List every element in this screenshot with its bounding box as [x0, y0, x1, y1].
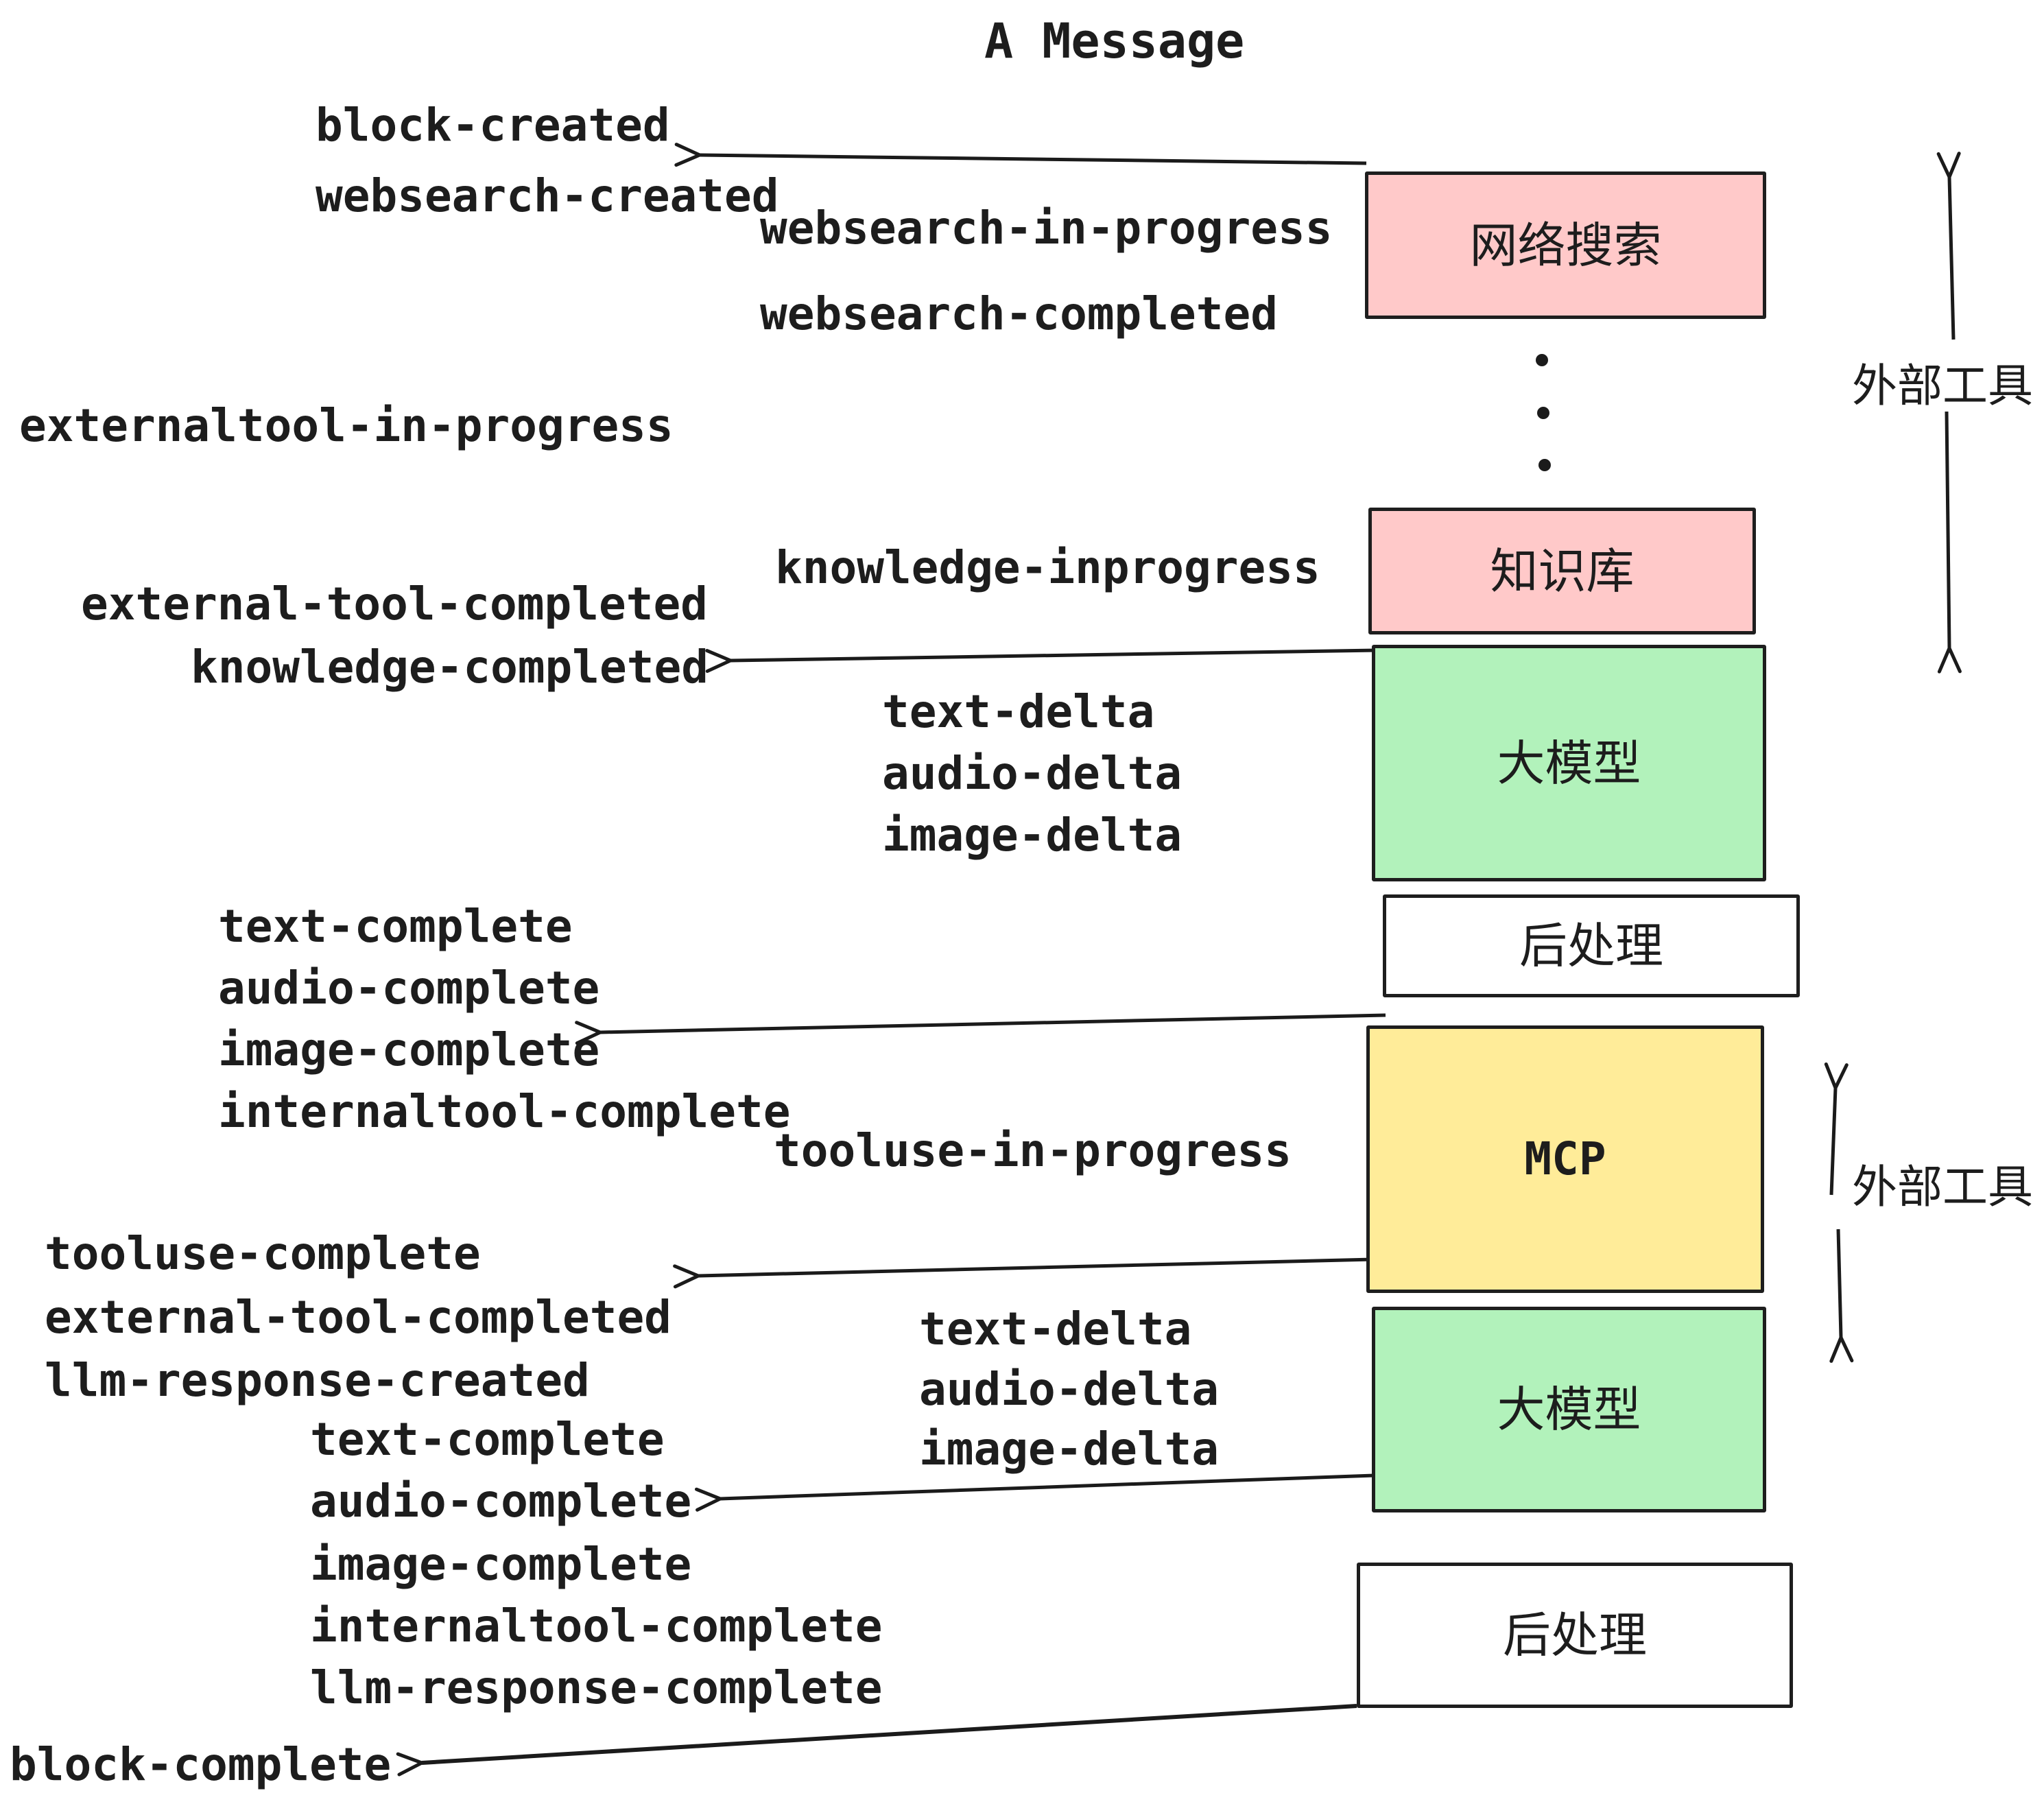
event-knowledge-completed: knowledge-completed: [191, 641, 709, 693]
event-externaltool-in-progress: externaltool-in-progress: [19, 399, 674, 452]
event-internaltool-complete-2: internaltool-complete: [310, 1600, 883, 1652]
event-tooluse-in-progress: tooluse-in-progress: [774, 1124, 1292, 1177]
external-tools-top-down-arrow: [1947, 411, 1949, 648]
box-post-process-2-label: 后处理: [1503, 1607, 1647, 1663]
event-knowledge-inprogress: knowledge-inprogress: [775, 541, 1320, 594]
event-llm-response-created: llm-response-created: [45, 1354, 590, 1407]
external-tools-top-up-arrow: [1949, 177, 1953, 340]
event-audio-delta: audio-delta: [882, 747, 1183, 800]
event-internaltool-complete: internaltool-complete: [218, 1085, 791, 1138]
event-text-complete-2: text-complete: [310, 1413, 665, 1466]
event-image-delta-2: image-delta: [919, 1423, 1220, 1475]
event-websearch-created: websearch-created: [316, 169, 779, 222]
arrow-internal-complete: [600, 1013, 1386, 1032]
event-text-complete: text-complete: [218, 900, 573, 953]
event-external-tool-completed-2: external-tool-completed: [45, 1291, 672, 1344]
box-post-process-1: 后处理: [1383, 894, 1800, 997]
box-llm-2: 大模型: [1372, 1307, 1766, 1512]
external-tools-mid-annotation: 外部工具: [1852, 1161, 2033, 1213]
arrow-tooluse-complete: [698, 1257, 1374, 1276]
box-mcp-label: MCP: [1524, 1132, 1606, 1185]
box-web-search-label: 网络搜索: [1469, 217, 1662, 274]
external-tools-mid-down-arrow: [1838, 1229, 1841, 1338]
box-post-process-2: 后处理: [1357, 1563, 1793, 1708]
event-image-complete: image-complete: [218, 1023, 600, 1076]
event-image-delta: image-delta: [882, 809, 1183, 862]
event-block-complete: block-complete: [10, 1738, 392, 1791]
event-websearch-completed: websearch-completed: [760, 287, 1278, 340]
diagram-title: A Message: [984, 13, 1245, 69]
event-text-delta: text-delta: [882, 685, 1155, 738]
box-llm-1-label: 大模型: [1497, 735, 1641, 792]
ellipsis-dots: [1536, 354, 1551, 471]
arrow-knowledge-completed: [730, 648, 1378, 661]
event-text-delta-2: text-delta: [919, 1303, 1192, 1355]
event-llm-response-complete: llm-response-complete: [310, 1661, 883, 1714]
box-knowledge-base: 知识库: [1368, 508, 1756, 634]
box-llm-2-label: 大模型: [1497, 1381, 1641, 1438]
box-mcp: MCP: [1366, 1025, 1764, 1293]
event-block-created: block-created: [316, 99, 670, 152]
arrow-block-complete: [422, 1704, 1357, 1763]
arrow-llm2-complete: [720, 1473, 1394, 1499]
event-external-tool-completed: external-tool-completed: [81, 578, 708, 630]
event-audio-complete: audio-complete: [218, 962, 600, 1014]
external-tools-mid-up-arrow: [1831, 1088, 1835, 1196]
box-llm-1: 大模型: [1372, 645, 1766, 881]
box-post-process-1-label: 后处理: [1519, 918, 1663, 974]
event-audio-complete-2: audio-complete: [310, 1475, 692, 1528]
arrow-block-created: [700, 155, 1367, 163]
external-tools-top-annotation: 外部工具: [1852, 359, 2033, 412]
event-tooluse-complete: tooluse-complete: [45, 1227, 481, 1280]
event-image-complete-2: image-complete: [310, 1538, 692, 1591]
event-websearch-in-progress: websearch-in-progress: [760, 202, 1333, 254]
box-web-search: 网络搜索: [1365, 171, 1766, 319]
event-audio-delta-2: audio-delta: [919, 1363, 1220, 1416]
box-knowledge-base-label: 知识库: [1490, 543, 1635, 600]
